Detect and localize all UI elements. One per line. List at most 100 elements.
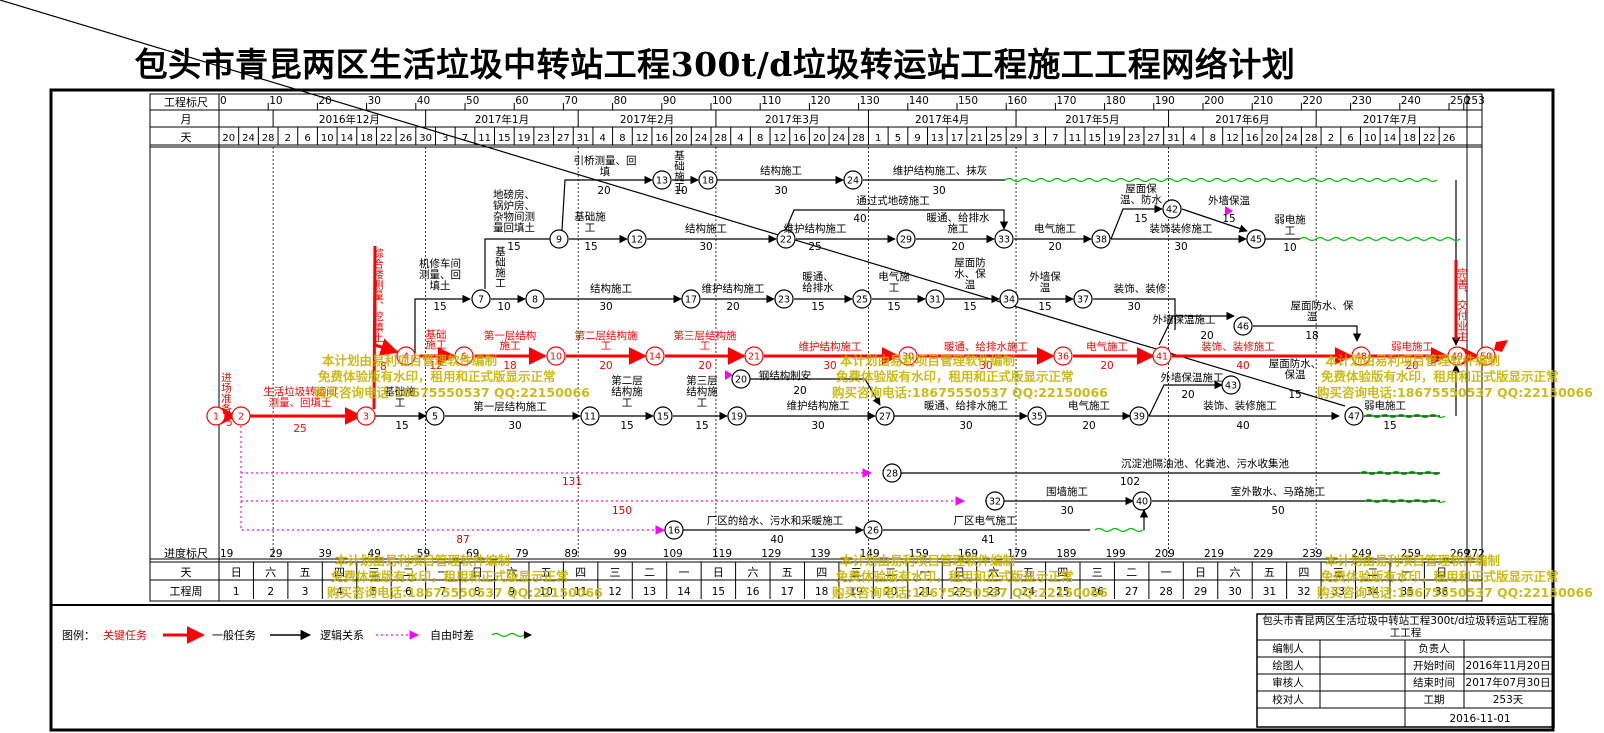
week-label: 15	[712, 586, 725, 598]
task-duration: 15	[507, 241, 520, 253]
task-duration: 15	[584, 241, 597, 253]
task-duration: 25	[293, 423, 306, 435]
task-duration: 30	[811, 420, 824, 432]
node-number: 3	[363, 412, 369, 423]
progress-tick-label: 59	[417, 548, 430, 560]
task-duration: 20	[1100, 360, 1113, 372]
progress-tick-label: 119	[712, 548, 732, 560]
day-label: 21	[970, 133, 983, 144]
day-label: 24	[833, 133, 846, 144]
network-node: 30	[898, 346, 918, 366]
day-label: 31	[1167, 133, 1180, 144]
title-block: 包头市青昆两区生活垃圾中转站工程300t/d垃圾转运站工程施工工程 编制人 负责…	[1256, 613, 1555, 728]
task-label: 锅炉房、	[493, 199, 535, 212]
progress-tick-label: 169	[958, 548, 978, 560]
network-node: 40	[1132, 491, 1152, 511]
task-label: 工	[622, 397, 633, 409]
node-number: 33	[998, 235, 1010, 246]
week-label: 11	[574, 586, 587, 598]
weekday-label: 六	[747, 566, 758, 579]
progress-tick-label: 199	[1106, 548, 1126, 560]
weekday-label: 四	[575, 566, 586, 579]
period-value: 253天	[1493, 694, 1524, 706]
network-node: 2	[231, 406, 251, 426]
progress-tick-label: 219	[1204, 548, 1224, 560]
progress-tick-label: 39	[318, 548, 331, 560]
period-label: 工期	[1424, 694, 1445, 706]
network-node: 33	[994, 229, 1014, 249]
scale-tick-label: 10	[269, 95, 282, 107]
network-node: 42	[1162, 199, 1182, 219]
scale-tick-label: 90	[663, 95, 676, 107]
day-label: 14	[1384, 133, 1397, 144]
node-number: 32	[989, 497, 1001, 508]
scale-tick-label: 50	[466, 95, 479, 107]
svg-text:本计划由易利项目管理软件编制: 本计划由易利项目管理软件编制	[322, 353, 497, 368]
progress-tick-label: 179	[1007, 548, 1027, 560]
day-label: 4	[600, 133, 606, 144]
progress-tick-label: 99	[614, 548, 627, 560]
network-node: 17	[681, 289, 701, 309]
task-label: 维护结构施工	[787, 399, 850, 412]
week-label: 13	[643, 586, 656, 598]
week-label: 35	[1400, 586, 1413, 598]
day-label: 4	[737, 133, 743, 144]
end-value: 2017年07月30日	[1466, 676, 1551, 689]
node-number: 37	[1077, 295, 1089, 306]
task-label: 弱电施工	[1391, 340, 1433, 353]
task-label: 生活垃圾转运间	[263, 385, 337, 398]
network-node: 32	[985, 491, 1005, 511]
general-task-arrows	[0, 0, 1461, 535]
node-number: 4	[403, 352, 409, 363]
task-duration: 15	[1288, 389, 1301, 401]
weekday-label: 三	[851, 566, 862, 579]
week-label: 14	[677, 586, 691, 598]
task-duration: 15	[811, 301, 824, 313]
task-label: 地磅房、	[493, 188, 535, 201]
network-node: 39	[1129, 406, 1149, 426]
task-duration: 12	[429, 360, 442, 372]
day-label: 12	[1226, 133, 1239, 144]
week-label: 5	[371, 586, 378, 598]
task-duration: 30	[823, 360, 836, 372]
progress-tick-label: 19	[220, 548, 233, 560]
task-label: 厂区电气施工	[954, 514, 1017, 527]
day-label: 23	[1128, 133, 1141, 144]
task-label: 外墙保温施工	[1153, 313, 1216, 326]
progress-tick-label: 79	[515, 548, 528, 560]
watermarks: 本计划由易利项目管理软件编制 免费体验版有水印，租用和正式版显示正常 购买咨询电…	[314, 353, 1593, 600]
node-number: 7	[478, 295, 484, 306]
node-number: 13	[656, 176, 668, 187]
network-node: 46	[1233, 316, 1253, 336]
weekday-label: 五	[541, 566, 552, 579]
network-node: 11	[580, 406, 600, 426]
node-number: 21	[748, 352, 760, 363]
task-duration: 20	[1048, 241, 1061, 253]
scale-tick-label: 120	[810, 95, 830, 107]
task-label: 装饰、装修施工	[1201, 340, 1275, 353]
month-label: 2017年5月	[1065, 113, 1119, 126]
task-duration: 30	[932, 185, 945, 197]
day-label: 28	[262, 133, 275, 144]
weekday-label: 六	[265, 566, 276, 579]
network-node: 9	[549, 229, 569, 249]
network-node: 5	[425, 406, 445, 426]
task-label: 杂物间测	[493, 210, 535, 223]
day-label: 6	[304, 133, 310, 144]
finish-flag-icon	[1494, 340, 1508, 352]
svg-text:购买咨询电话:18675550537 QQ:22150066: 购买咨询电话:18675550537 QQ:22150066	[832, 385, 1108, 400]
weekday-label: 二	[644, 566, 655, 579]
task-label: 温	[1040, 282, 1051, 294]
day-label: 18	[360, 133, 373, 144]
svg-text:购买咨询电话:18675550537 QQ:22150066: 购买咨询电话:18675550537 QQ:22150066	[1317, 385, 1593, 400]
month-label: 月	[181, 113, 192, 126]
network-node: 24	[843, 170, 863, 190]
network-node: 14	[645, 346, 665, 366]
weekday-label: 三	[1092, 566, 1103, 579]
network-node: 1	[206, 406, 226, 426]
task-duration: 40	[1236, 360, 1249, 372]
weekday-label: 六	[1229, 566, 1240, 579]
legend-logic: 逻辑关系	[320, 628, 364, 642]
task-duration: 20	[1405, 360, 1418, 372]
